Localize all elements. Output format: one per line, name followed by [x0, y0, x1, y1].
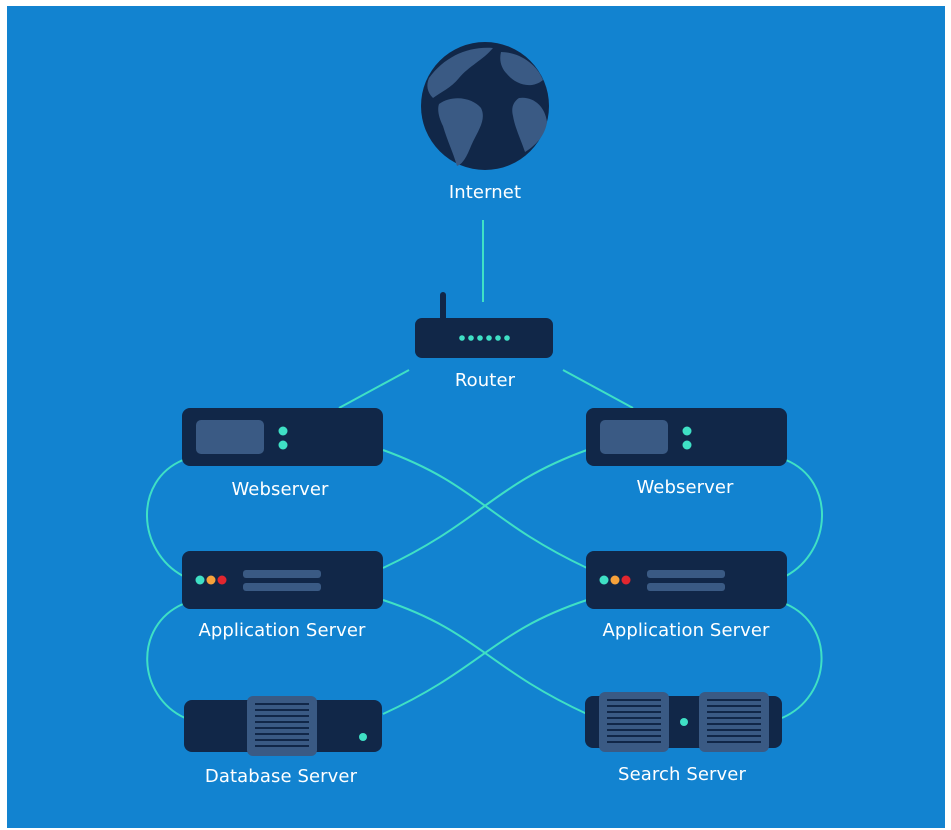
- internet-label: Internet: [448, 182, 522, 203]
- edge-webserver-left-app-right: [382, 449, 588, 569]
- edge-app-left-database: [146, 603, 186, 719]
- edge-router-webserver-right: [562, 369, 634, 409]
- router-label: Router: [454, 370, 516, 391]
- network-diagram: Internet Router Webserver Webserver Appl…: [7, 6, 945, 828]
- edge-app-right-search: [781, 603, 823, 719]
- edge-webserver-right-app-left: [382, 449, 588, 569]
- webserver-right-icon: [586, 408, 787, 466]
- edge-webserver-right-app-right: [785, 459, 823, 577]
- webserver-right-label: Webserver: [636, 477, 734, 498]
- database-server-icon: [184, 696, 382, 756]
- application-server-right-icon: [586, 551, 787, 609]
- webserver-left-label: Webserver: [231, 479, 329, 500]
- webserver-left-icon: [182, 408, 383, 466]
- application-server-left-label: Application Server: [198, 620, 366, 641]
- search-server-label: Search Server: [618, 764, 746, 785]
- database-server-label: Database Server: [204, 766, 358, 787]
- search-server-icon: [585, 692, 782, 752]
- globe-icon: [421, 42, 549, 170]
- edge-app-right-database: [382, 599, 588, 715]
- application-server-right-label: Application Server: [602, 620, 770, 641]
- edge-app-left-search: [382, 599, 588, 715]
- edge-webserver-left-app-left: [146, 459, 184, 577]
- edge-router-webserver-left: [338, 369, 410, 409]
- diagram-canvas: [146, 42, 823, 756]
- router-icon: [415, 292, 553, 358]
- application-server-left-icon: [182, 551, 383, 609]
